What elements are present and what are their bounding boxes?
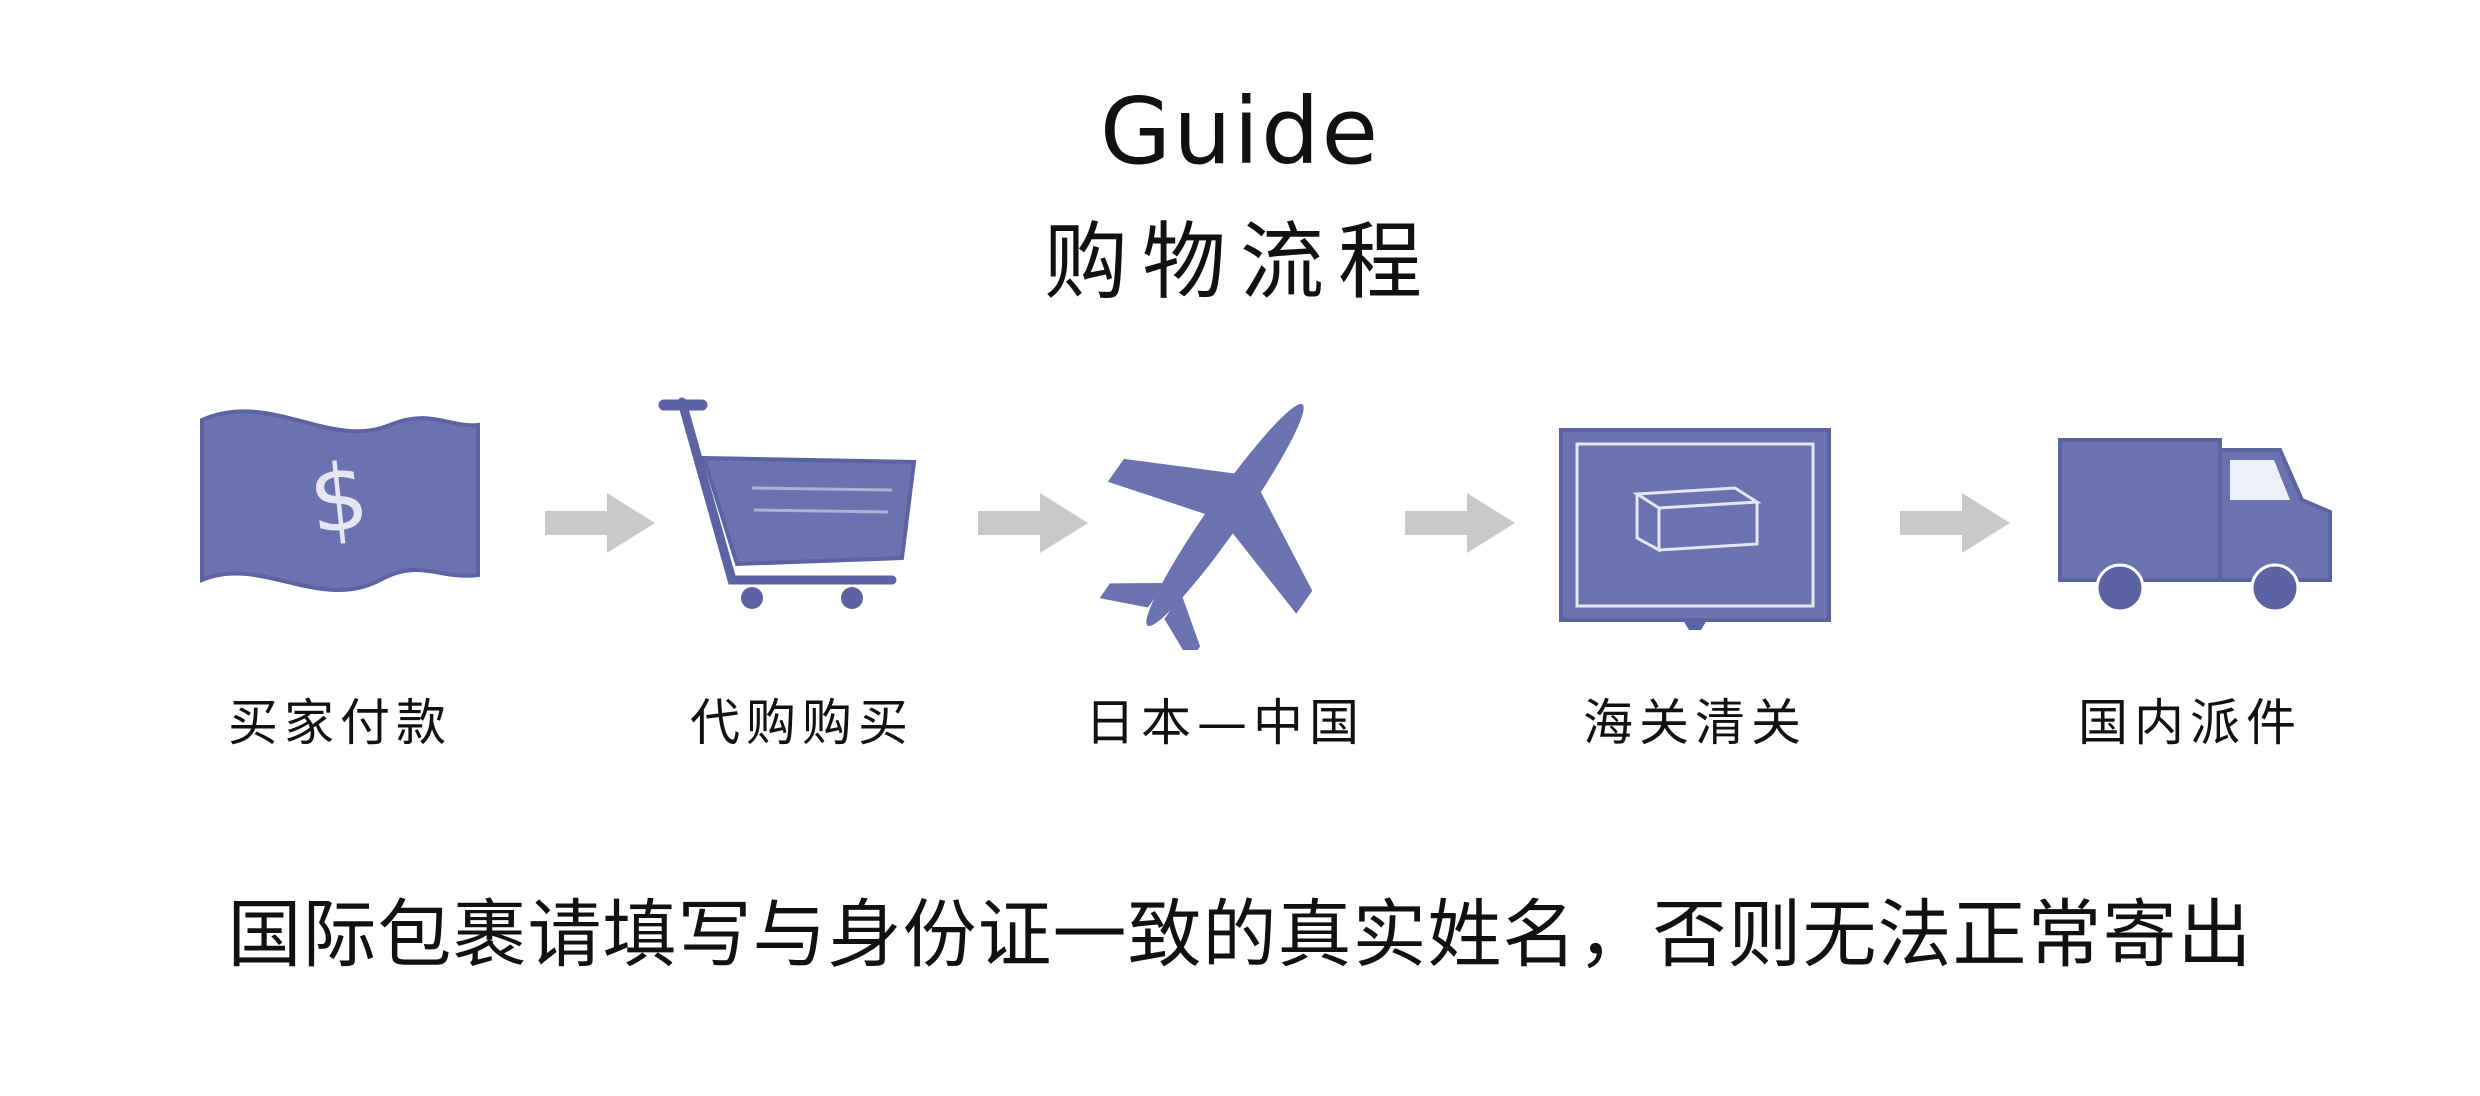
- arrow-icon: [1900, 493, 2010, 553]
- arrow-icon: [1405, 493, 1515, 553]
- arrow-icon: [545, 493, 655, 553]
- step-label: 代购购买: [690, 694, 914, 752]
- arrow-icon: [978, 493, 1088, 553]
- title-chinese: 购物流程: [1043, 213, 1436, 311]
- step-label: 买家付款: [228, 694, 452, 752]
- step-domestic-delivery: 国内派件: [2030, 380, 2350, 770]
- cart-icon: [658, 397, 917, 609]
- monitor-box-icon: [1559, 428, 1831, 630]
- step-customs-clearance: 海关清关: [1535, 380, 1855, 770]
- step-label: 日本—中国: [1085, 694, 1365, 752]
- truck-icon: [2058, 438, 2332, 613]
- airplane-icon: [1099, 403, 1313, 650]
- money-icon: $: [200, 409, 480, 592]
- process-flow: $ 买家付款 代购购买: [0, 380, 2480, 748]
- step-label: 国内派件: [2078, 694, 2302, 752]
- svg-text:$: $: [304, 442, 373, 555]
- title-english: Guide: [1099, 78, 1381, 185]
- step-buyer-payment: $ 买家付款: [180, 380, 500, 770]
- step-japan-china: 日本—中国: [1065, 380, 1385, 770]
- notice-text: 国际包裹请填写与身份证一致的真实姓名，否则无法正常寄出: [227, 892, 2253, 978]
- step-label: 海关清关: [1583, 694, 1807, 752]
- step-agent-purchase: 代购购买: [642, 380, 962, 770]
